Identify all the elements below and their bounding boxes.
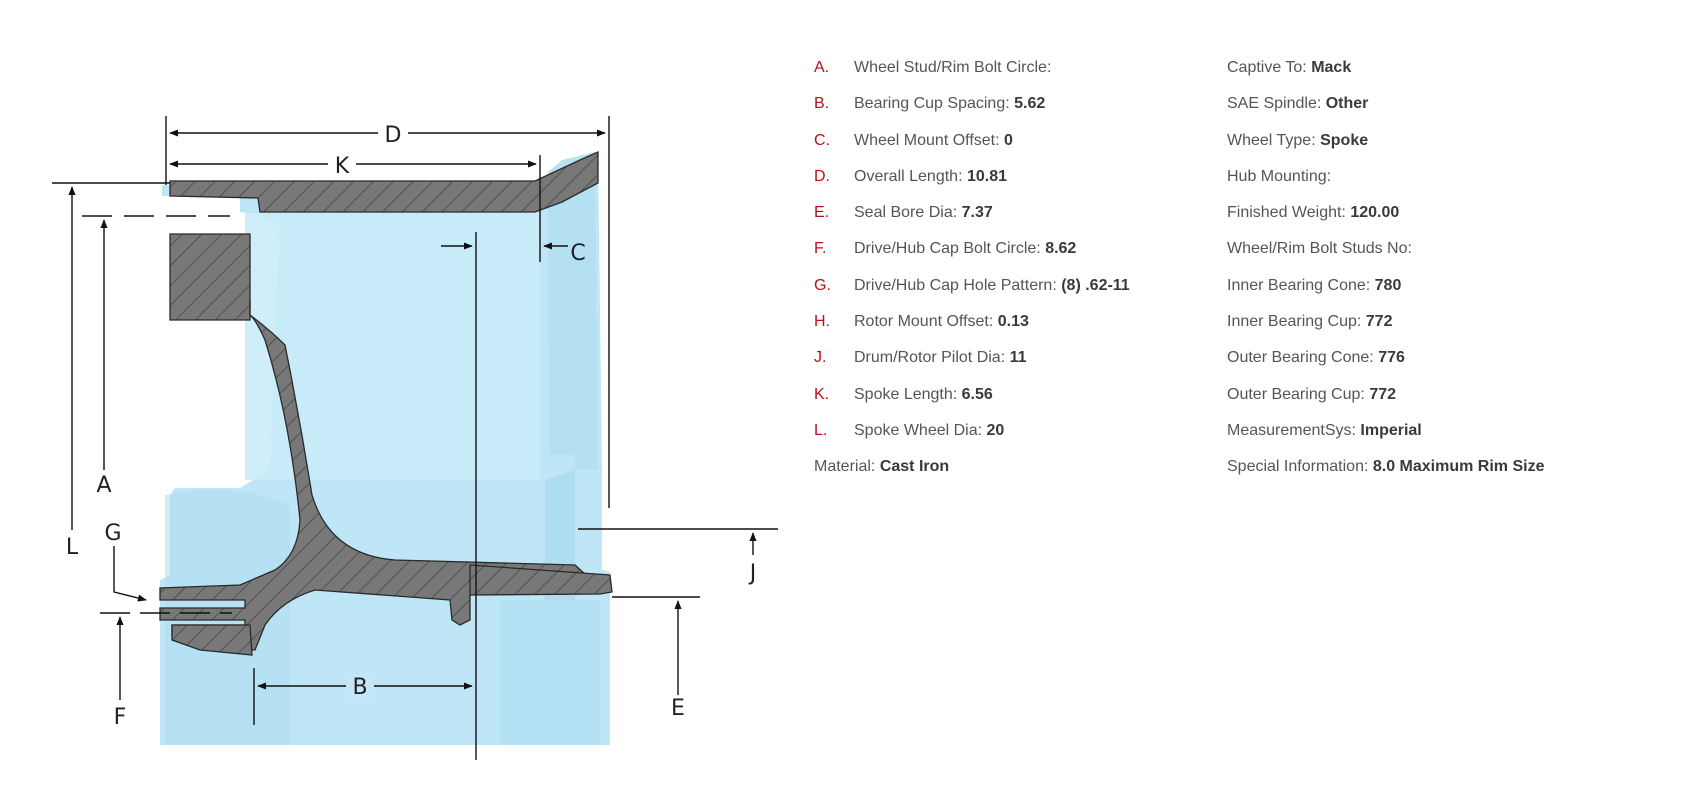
spec-value: 20 bbox=[986, 421, 1005, 439]
spec-label: Hub Mounting: bbox=[1227, 167, 1332, 185]
spec-label: Overall Length: bbox=[854, 167, 963, 185]
dim-label-d: D bbox=[385, 123, 402, 148]
spec-row-wheel-type: Wheel Type: Spoke bbox=[1227, 129, 1657, 165]
spec-label: Material: bbox=[814, 458, 876, 476]
spec-label: Rotor Mount Offset: bbox=[854, 313, 994, 331]
dim-label-j: J bbox=[748, 561, 757, 586]
spec-row-inner-bearing-cup: Inner Bearing Cup: 772 bbox=[1227, 310, 1657, 346]
spec-label: Drum/Rotor Pilot Dia: bbox=[854, 349, 1006, 367]
hub-section-cut bbox=[159, 150, 613, 656]
hub-diagram: D K C A L G J B E F bbox=[0, 0, 820, 785]
spec-row-finished-weight: Finished Weight: 120.00 bbox=[1227, 201, 1657, 237]
spec-label: Finished Weight: bbox=[1227, 204, 1346, 222]
spec-row-j: J. Drum/Rotor Pilot Dia: 11 bbox=[814, 346, 1214, 382]
spec-column-left: A. Wheel Stud/Rim Bolt Circle: B. Bearing … bbox=[814, 56, 1214, 492]
spec-label: Drive/Hub Cap Hole Pattern: bbox=[854, 276, 1057, 294]
spec-letter: L. bbox=[814, 421, 828, 439]
spec-column-right: Captive To: Mack SAE Spindle: Other Whee… bbox=[1227, 56, 1657, 492]
spec-row-a: A. Wheel Stud/Rim Bolt Circle: bbox=[814, 56, 1214, 92]
spec-row-material: Material: Cast Iron bbox=[814, 455, 1214, 491]
spec-row-hub-mounting: Hub Mounting: bbox=[1227, 165, 1657, 201]
spec-letter: H. bbox=[814, 313, 830, 331]
spec-value: 5.62 bbox=[1014, 95, 1046, 113]
spec-label: Wheel Mount Offset: bbox=[854, 131, 1000, 149]
spec-row-l: L. Spoke Wheel Dia: 20 bbox=[814, 419, 1214, 455]
spec-value: Other bbox=[1325, 95, 1369, 113]
dim-label-a: A bbox=[96, 473, 111, 498]
spec-row-sae-spindle: SAE Spindle: Other bbox=[1227, 92, 1657, 128]
dim-label-c: C bbox=[570, 241, 585, 266]
spec-value: 8.0 Maximum Rim Size bbox=[1372, 458, 1545, 476]
spec-value: 10.81 bbox=[966, 167, 1008, 185]
spec-label: Seal Bore Dia: bbox=[854, 204, 958, 222]
spec-label: Special Information: bbox=[1227, 458, 1369, 476]
spec-row-g: G. Drive/Hub Cap Hole Pattern: (8) .62-11 bbox=[814, 274, 1214, 310]
spec-value: 0 bbox=[1004, 131, 1013, 149]
spec-label: Spoke Wheel Dia: bbox=[854, 421, 983, 439]
spec-label: Spoke Length: bbox=[854, 385, 958, 403]
spec-value: 780 bbox=[1374, 276, 1402, 294]
spec-letter: K. bbox=[814, 385, 830, 403]
spec-row-inner-bearing-cone: Inner Bearing Cone: 780 bbox=[1227, 274, 1657, 310]
spec-value: 7.37 bbox=[961, 204, 993, 222]
spec-row-outer-bearing-cup: Outer Bearing Cup: 772 bbox=[1227, 383, 1657, 419]
spec-letter: J. bbox=[814, 349, 827, 367]
spec-label: Inner Bearing Cup: bbox=[1227, 313, 1362, 331]
spec-value: 776 bbox=[1378, 349, 1405, 367]
spec-letter: D. bbox=[814, 167, 830, 185]
spec-letter: C. bbox=[814, 131, 830, 149]
spec-label: Inner Bearing Cone: bbox=[1227, 276, 1371, 294]
spec-value: Cast Iron bbox=[879, 458, 950, 476]
spec-value: 11 bbox=[1009, 349, 1027, 367]
spec-row-b: B. Bearing Cup Spacing: 5.62 bbox=[814, 92, 1214, 128]
spec-row-special-information: Special Information: 8.0 Maximum Rim Siz… bbox=[1227, 455, 1657, 491]
spec-value: 120.00 bbox=[1350, 204, 1400, 222]
spec-value: 8.62 bbox=[1045, 240, 1077, 258]
spec-label: Captive To: bbox=[1227, 59, 1307, 76]
spec-label: Outer Bearing Cup: bbox=[1227, 385, 1365, 403]
spec-label: Drive/Hub Cap Bolt Circle: bbox=[854, 240, 1041, 258]
spec-value: 772 bbox=[1365, 313, 1393, 331]
spec-label: Bearing Cup Spacing: bbox=[854, 95, 1010, 113]
spec-letter: G. bbox=[814, 276, 831, 294]
dim-label-f: F bbox=[114, 705, 127, 730]
spec-row-k: K. Spoke Length: 6.56 bbox=[814, 383, 1214, 419]
dim-label-b: B bbox=[352, 675, 367, 700]
spec-label: Wheel Type: bbox=[1227, 131, 1316, 149]
spec-label: SAE Spindle: bbox=[1227, 95, 1322, 113]
spec-label: Wheel/Rim Bolt Studs No: bbox=[1227, 240, 1412, 258]
spec-value: Spoke bbox=[1320, 131, 1369, 149]
spec-row-outer-bearing-cone: Outer Bearing Cone: 776 bbox=[1227, 346, 1657, 382]
spec-row-e: E. Seal Bore Dia: 7.37 bbox=[814, 201, 1214, 237]
spec-value: (8) .62-11 bbox=[1061, 276, 1130, 294]
dim-label-l: L bbox=[66, 535, 79, 560]
spec-row-bolt-studs-no: Wheel/Rim Bolt Studs No: bbox=[1227, 237, 1657, 273]
spec-letter: A. bbox=[814, 59, 830, 76]
spec-row-measurement-sys: MeasurementSys: Imperial bbox=[1227, 419, 1657, 455]
spec-row-f: F. Drive/Hub Cap Bolt Circle: 8.62 bbox=[814, 237, 1214, 273]
hub-cross-section-drawing: D K C A L G J B E F bbox=[52, 116, 778, 760]
spec-row-captive-to: Captive To: Mack bbox=[1227, 56, 1657, 92]
spec-row-d: D. Overall Length: 10.81 bbox=[814, 165, 1214, 201]
spec-row-c: C. Wheel Mount Offset: 0 bbox=[814, 129, 1214, 165]
spec-label: Outer Bearing Cone: bbox=[1227, 349, 1374, 367]
spec-row-h: H. Rotor Mount Offset: 0.13 bbox=[814, 310, 1214, 346]
dim-label-g: G bbox=[104, 521, 121, 546]
dim-label-e: E bbox=[671, 696, 685, 721]
spec-value: Mack bbox=[1311, 59, 1352, 76]
spec-label: MeasurementSys: bbox=[1227, 421, 1356, 439]
dim-label-k: K bbox=[335, 154, 350, 179]
spec-value: 6.56 bbox=[961, 385, 993, 403]
spec-letter: F. bbox=[814, 240, 827, 258]
spec-value: Imperial bbox=[1360, 421, 1422, 439]
spec-value: 772 bbox=[1369, 385, 1397, 403]
spec-letter: B. bbox=[814, 95, 830, 113]
spec-label: Wheel Stud/Rim Bolt Circle: bbox=[854, 59, 1052, 76]
spec-letter: E. bbox=[814, 204, 830, 222]
spec-value: 0.13 bbox=[997, 313, 1029, 331]
